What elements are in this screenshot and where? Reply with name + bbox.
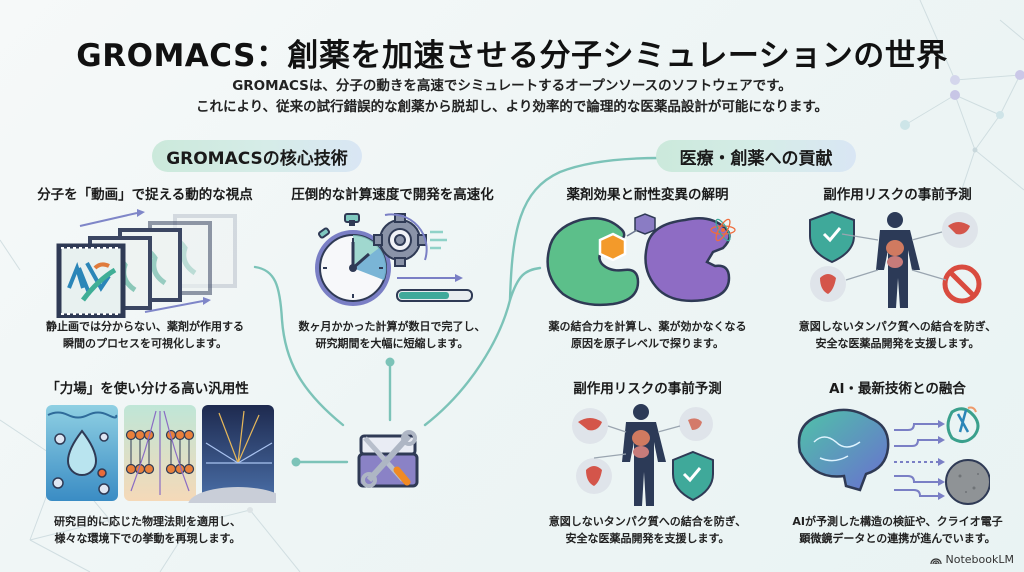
desc-line: 静止画では分からない、薬剤が作用する	[46, 320, 244, 333]
card-title-speed: 圧倒的な計算速度で開発を高速化	[291, 187, 494, 203]
page-subtitle: GROMACSは、分子の動きを高速でシミュレートするオープンソースのソフトウェア…	[0, 76, 1024, 118]
desc-line: 意図しないタンパク質への結合を防ぎ、	[798, 320, 997, 333]
film-strip-molecule-icon	[56, 209, 237, 318]
card-title-side-effect-bottom: 副作用リスクの事前予測	[573, 381, 722, 397]
subtitle-line-2: これにより、従来の試行錯誤的な創薬から脱却し、より効率的で論理的な医薬品設計が可…	[195, 99, 829, 115]
desc-line: 顕微鏡データとの連携が進んでいます。	[799, 532, 996, 545]
card-desc-drug-resistance: 薬の結合力を計算し、薬が効かなくなる 原因を原子レベルで探ります。	[535, 318, 760, 352]
stopwatch-gear-icon	[315, 213, 473, 306]
card-desc-side-effect-bottom: 意図しないタンパク質への結合を防ぎ、 安全な医薬品開発を支援します。	[535, 513, 760, 547]
subtitle-line-1: GROMACSは、分子の動きを高速でシミュレートするオープンソースのソフトウェア…	[232, 78, 792, 94]
human-body-organs-icon	[572, 404, 714, 506]
desc-line: 安全な医薬品開発を支援します。	[815, 337, 980, 350]
brand-label: NotebookLM	[945, 553, 1014, 566]
force-field-panels-icon	[46, 405, 276, 503]
toolbox-icon	[357, 430, 419, 488]
notebooklm-logo-icon	[929, 557, 942, 564]
desc-line: 薬の結合力を計算し、薬が効かなくなる	[548, 320, 747, 333]
card-desc-dynamic-view: 静止画では分からない、薬剤が作用する 瞬間のプロセスを可視化します。	[20, 318, 270, 352]
desc-line: 数ヶ月かかった計算が数日で完了し、	[298, 320, 486, 333]
card-title-force-field: 「力場」を使い分ける高い汎用性	[46, 381, 249, 397]
card-desc-ai-fusion: AIが予測した構造の検証や、クライオ電子 顕微鏡データとの連携が進んでいます。	[785, 513, 1010, 547]
card-title-ai-fusion: AI・最新技術との融合	[829, 381, 966, 397]
desc-line: 意図しないタンパク質への結合を防ぎ、	[548, 515, 747, 528]
brain-ai-icon	[797, 406, 990, 505]
section-label-core-tech: GROMACSの核心技術	[152, 140, 362, 172]
section-label-medical-contribution: 医療・創薬への貢献	[656, 140, 856, 172]
card-title-side-effect-top: 副作用リスクの事前予測	[823, 187, 972, 203]
desc-line: 原因を原子レベルで探ります。	[571, 337, 724, 350]
human-body-organs-icon	[809, 210, 982, 308]
protein-binding-icon	[546, 213, 736, 307]
card-title-dynamic-view: 分子を「動画」で捉える動的な視点	[37, 187, 253, 203]
desc-line: 安全な医薬品開発を支援します。	[565, 532, 730, 545]
notebooklm-brand: NotebookLM	[929, 553, 1014, 566]
desc-line: 研究期間を大幅に短縮します。	[315, 337, 469, 350]
desc-line: 瞬間のプロセスを可視化します。	[63, 337, 227, 350]
desc-line: AIが予測した構造の検証や、クライオ電子	[792, 515, 1003, 528]
card-desc-force-field: 研究目的に応じた物理法則を適用し、 様々な環境下での挙動を再現します。	[20, 513, 275, 547]
card-desc-speed: 数ヶ月かかった計算が数日で完了し、 研究期間を大幅に短縮します。	[282, 318, 502, 352]
page-title: GROMACS：創薬を加速させる分子シミュレーションの世界	[76, 38, 948, 74]
card-desc-side-effect-top: 意図しないタンパク質への結合を防ぎ、 安全な医薬品開発を支援します。	[785, 318, 1010, 352]
desc-line: 研究目的に応じた物理法則を適用し、	[54, 515, 241, 528]
card-title-drug-resistance: 薬剤効果と耐性変異の解明	[566, 187, 729, 203]
desc-line: 様々な環境下での挙動を再現します。	[54, 532, 241, 545]
